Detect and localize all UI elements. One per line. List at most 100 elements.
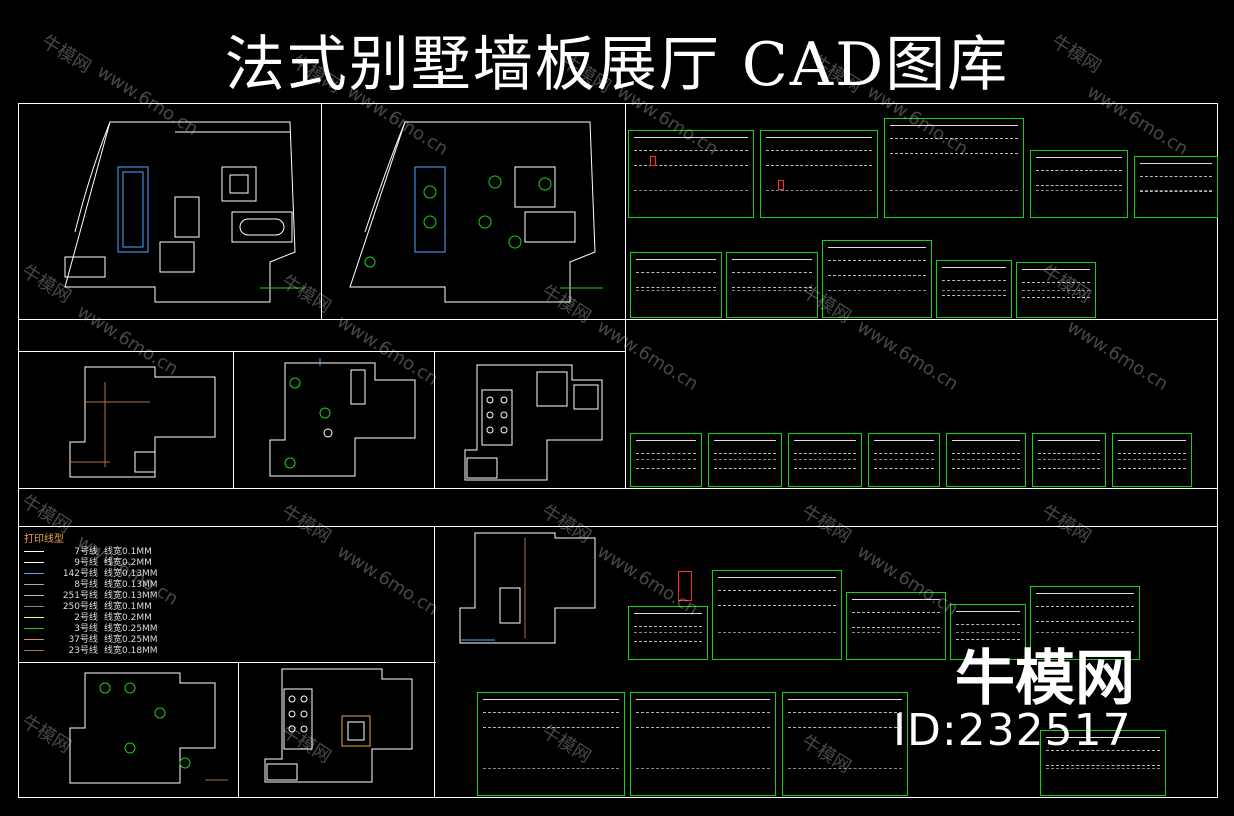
elevation-frame	[628, 606, 708, 660]
grid-line	[18, 526, 1218, 527]
elevation-frame	[630, 692, 776, 796]
legend-swatch	[24, 628, 44, 629]
legend-line-label: 8号线	[74, 580, 98, 590]
grid-line	[18, 351, 625, 352]
floor-plan	[60, 668, 230, 790]
grid-line	[233, 351, 234, 488]
legend-swatch	[24, 562, 44, 563]
legend-row: 250号线线宽0.1MM	[24, 602, 158, 613]
grid-line	[238, 662, 239, 798]
legend-line-label: 2号线	[74, 613, 98, 623]
legend-swatch	[24, 595, 44, 596]
legend-swatch	[24, 584, 44, 585]
legend-line-width: 线宽0.1MM	[104, 602, 152, 612]
legend-line-width: 线宽0.13MM	[104, 591, 158, 601]
red-mark	[678, 571, 692, 601]
floor-plan-outline	[269, 358, 416, 477]
elevation-frame	[822, 240, 932, 318]
grid-line	[625, 103, 626, 488]
elevation-frame	[760, 130, 878, 218]
elevation-frame	[788, 433, 862, 487]
legend-line-label: 37号线	[68, 635, 98, 645]
legend-swatch	[24, 617, 44, 618]
elevation-frame	[1030, 586, 1140, 660]
red-mark	[650, 156, 656, 166]
grid-line	[18, 319, 1218, 320]
red-mark	[778, 180, 784, 190]
elevation-frame	[628, 130, 754, 218]
legend-row: 3号线线宽0.25MM	[24, 624, 158, 635]
legend-line-width: 线宽0.25MM	[104, 635, 158, 645]
floor-plan	[455, 528, 605, 650]
legend-line-label: 251号线	[62, 591, 98, 601]
floor-plan-outline	[349, 121, 603, 303]
legend-line-label: 142号线	[62, 569, 98, 579]
floor-plan-outline	[69, 366, 216, 478]
elevation-frame	[1032, 433, 1106, 487]
legend-swatch	[24, 573, 44, 574]
elevation-frame	[884, 118, 1024, 218]
elevation-frame	[1040, 730, 1166, 796]
legend-line-width: 线宽0.1MM	[104, 547, 152, 557]
floor-plan-outline	[459, 532, 596, 644]
grid-line	[434, 526, 435, 798]
elevation-frame	[708, 433, 782, 487]
legend-row: 23号线线宽0.18MM	[24, 646, 158, 657]
legend-line-width: 线宽0.2MM	[104, 558, 152, 568]
elevation-frame	[630, 252, 722, 318]
drawing-title: 法式别墅墙板展厅 CAD图库	[224, 30, 1010, 100]
legend-row: 37号线线宽0.25MM	[24, 635, 158, 646]
legend-line-label: 7号线	[74, 547, 98, 557]
legend-row: 142号线线宽0.13MM	[24, 569, 158, 580]
elevation-frame	[712, 570, 842, 660]
legend-row: 7号线线宽0.1MM	[24, 547, 158, 558]
elevation-frame	[1134, 156, 1218, 218]
legend-line-width: 线宽0.18MM	[104, 646, 158, 656]
elevation-frame	[868, 433, 940, 487]
legend-swatch	[24, 650, 44, 651]
floor-plan	[60, 112, 310, 312]
elevation-frame	[946, 433, 1026, 487]
floor-plan	[265, 358, 425, 482]
legend-swatch	[24, 606, 44, 607]
elevation-frame	[1112, 433, 1192, 487]
floor-plan	[462, 360, 612, 484]
legend-line-width: 线宽0.13MM	[104, 569, 158, 579]
elevation-frame	[1030, 150, 1128, 218]
floor-plan	[262, 664, 432, 790]
legend-title: 打印线型	[24, 534, 64, 545]
legend-row: 8号线线宽0.13MM	[24, 580, 158, 591]
elevation-frame	[726, 252, 818, 318]
legend-line-label: 3号线	[74, 624, 98, 634]
legend-swatch	[24, 639, 44, 640]
brand-id: ID:232517	[893, 705, 1132, 756]
floor-plan	[345, 112, 605, 312]
legend-line-label: 23号线	[68, 646, 98, 656]
legend-line-width: 线宽0.2MM	[104, 613, 152, 623]
legend-line-width: 线宽0.13MM	[104, 580, 158, 590]
drawing-sheet	[18, 103, 1218, 798]
floor-plan	[65, 362, 225, 482]
elevation-frame	[936, 260, 1012, 318]
elevation-frame	[630, 433, 702, 487]
legend-line-label: 9号线	[74, 558, 98, 568]
grid-line	[18, 662, 436, 663]
legend-swatch	[24, 551, 44, 552]
grid-line	[18, 488, 1218, 489]
floor-plan-outline	[264, 668, 413, 783]
legend-line-width: 线宽0.25MM	[104, 624, 158, 634]
elevation-frame	[782, 692, 908, 796]
elevation-frame	[950, 604, 1026, 660]
floor-plan-outline	[64, 121, 305, 303]
legend-row: 9号线线宽0.2MM	[24, 558, 158, 569]
grid-line	[321, 103, 322, 319]
legend-line-label: 250号线	[62, 602, 98, 612]
grid-line	[434, 351, 435, 488]
floor-plan-outline	[69, 672, 228, 784]
legend-row: 2号线线宽0.2MM	[24, 613, 158, 624]
elevation-frame	[846, 592, 946, 660]
elevation-frame	[1016, 262, 1096, 318]
elevation-frame	[477, 692, 625, 796]
